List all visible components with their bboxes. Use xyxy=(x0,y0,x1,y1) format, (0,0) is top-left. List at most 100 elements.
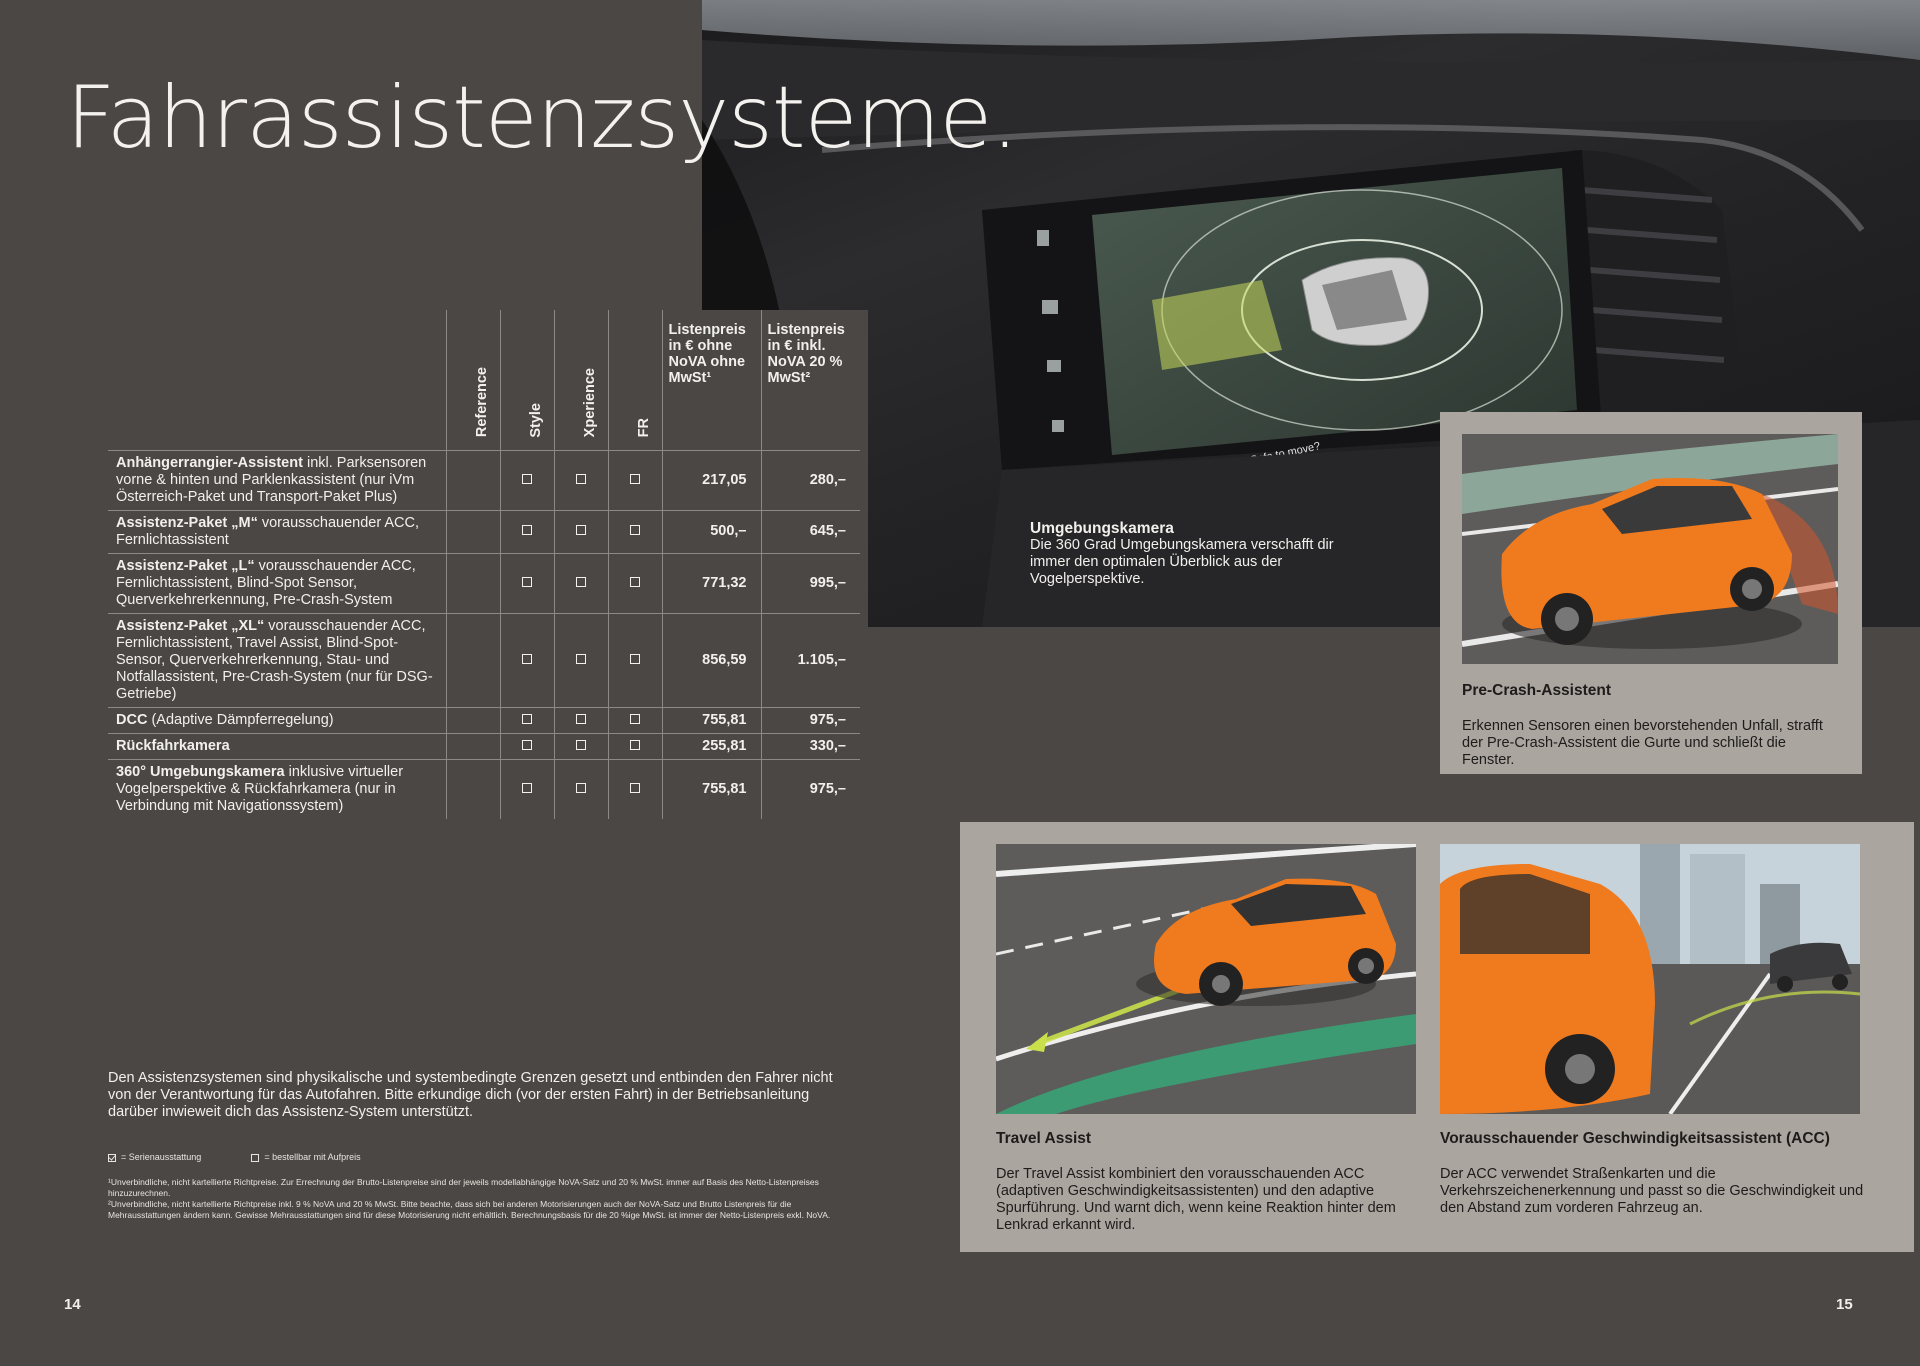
feature-header xyxy=(108,310,446,450)
feature-cell: 360° Umgebungskamera inklusive virtuelle… xyxy=(108,758,446,819)
legend: = Serienausstattung = bestellbar mit Auf… xyxy=(108,1152,361,1162)
legend-serie-label: = Serienausstattung xyxy=(121,1152,202,1162)
travel-assist-image xyxy=(996,844,1416,1114)
pricing-table: Reference Style Xperience FR Listenpreis… xyxy=(108,310,860,819)
variant-cell xyxy=(553,758,608,819)
price-gross: 975,– xyxy=(760,758,860,819)
travel-assist-text: Der Travel Assist kombiniert den vorauss… xyxy=(996,1166,1396,1233)
variant-cell xyxy=(553,509,608,553)
empty-box-icon xyxy=(522,713,532,724)
variant-cell xyxy=(499,449,554,510)
price-net: 255,81 xyxy=(661,732,761,759)
assist-card: Travel Assist Der Travel Assist kombinie… xyxy=(960,822,1914,1252)
empty-box-icon xyxy=(522,473,532,484)
variant-cell xyxy=(607,732,662,759)
feature-name: Anhängerrangier-Assistent xyxy=(116,454,303,471)
footnote-2: ²Unverbindliche, nicht kartellierte Rich… xyxy=(108,1199,831,1220)
price-net: 771,32 xyxy=(661,552,761,613)
price-net: 500,– xyxy=(661,509,761,553)
page-number-left: 14 xyxy=(64,1296,81,1313)
empty-box-icon xyxy=(576,782,586,793)
feature-description: vorausschauender ACC, Fernlichtassistent xyxy=(116,514,420,548)
acc-text: Der ACC verwendet Straßenkarten und die … xyxy=(1440,1166,1864,1216)
precrash-card: Pre-Crash-Assistent Erkennen Sensoren ei… xyxy=(1440,412,1862,774)
feature-cell: DCC (Adaptive Dämpferregelung) xyxy=(108,706,446,733)
empty-box-icon xyxy=(576,473,586,484)
umgebungskamera-title: Umgebungskamera xyxy=(1030,520,1174,537)
variant-cell xyxy=(553,449,608,510)
variant-cell xyxy=(499,732,554,759)
variant-cell xyxy=(607,612,662,707)
travel-assist-title: Travel Assist xyxy=(996,1130,1092,1147)
empty-box-icon xyxy=(630,713,640,724)
feature-cell: Rückfahrkamera xyxy=(108,732,446,759)
precrash-image xyxy=(1462,434,1838,664)
feature-cell: Anhängerrangier-Assistent inkl. Parksens… xyxy=(108,449,446,510)
precrash-title: Pre-Crash-Assistent xyxy=(1462,682,1612,699)
variant-cell xyxy=(445,449,500,510)
price-net: 856,59 xyxy=(661,612,761,707)
price-net: 217,05 xyxy=(661,449,761,510)
feature-name: Assistenz-Paket „M“ xyxy=(116,514,258,531)
footnote-1: ¹Unverbindliche, nicht kartellierte Rich… xyxy=(108,1177,819,1198)
feature-name: DCC xyxy=(116,711,148,728)
empty-box-icon xyxy=(630,782,640,793)
price-net: 755,81 xyxy=(661,758,761,819)
feature-description: (Adaptive Dämpferregelung) xyxy=(147,711,334,728)
price-gross: 1.105,– xyxy=(760,612,860,707)
feature-name: Rückfahrkamera xyxy=(116,737,230,754)
disclaimer-text: Den Assistenzsystemen sind physikalische… xyxy=(108,1070,833,1120)
page-title: Fahrassistenzsysteme. xyxy=(66,68,1019,168)
umgebungskamera-text: Die 360 Grad Umgebungskamera verschafft … xyxy=(1030,537,1334,587)
feature-description: inkl. Parksensoren vorne & hinten und Pa… xyxy=(116,454,427,505)
legend-serie: = Serienausstattung xyxy=(108,1152,201,1162)
price-gross: 645,– xyxy=(760,509,860,553)
checked-box-icon xyxy=(108,1153,116,1162)
dashboard-photo: Look! Safe to move? xyxy=(702,0,1920,627)
feature-name: Assistenz-Paket „XL“ xyxy=(116,617,265,634)
empty-box-icon xyxy=(576,653,586,664)
table-row: Anhängerrangier-Assistent inkl. Parksens… xyxy=(108,449,860,510)
table-row: Assistenz-Paket „L“ vorausschauender ACC… xyxy=(108,552,860,613)
variant-cell xyxy=(553,612,608,707)
variant-header-fr: FR xyxy=(636,418,652,438)
variant-cell xyxy=(445,758,500,819)
empty-box-icon xyxy=(576,713,586,724)
empty-box-icon xyxy=(576,525,586,535)
variant-header-style: Style xyxy=(528,402,544,438)
feature-description: inklusive virtueller Vogelperspektive & … xyxy=(116,763,404,814)
variant-cell xyxy=(445,509,500,553)
empty-box-icon xyxy=(522,782,532,793)
price-header-gross: Listenpreis in € inkl. NoVA 20 % MwSt² xyxy=(767,322,845,386)
empty-box-icon xyxy=(576,576,586,587)
empty-box-icon xyxy=(630,576,640,587)
variant-cell xyxy=(445,706,500,733)
variant-cell xyxy=(499,758,554,819)
empty-box-icon xyxy=(522,739,532,750)
empty-box-icon xyxy=(522,576,532,587)
legend-option: = bestellbar mit Aufpreis xyxy=(251,1152,361,1162)
pricing-table-panel: Reference Style Xperience FR Listenpreis… xyxy=(108,310,868,819)
variant-cell xyxy=(607,758,662,819)
umgebungskamera-caption: Umgebungskamera Die 360 Grad Umgebungska… xyxy=(1030,520,1350,588)
empty-box-icon xyxy=(630,739,640,750)
variant-cell xyxy=(499,552,554,613)
feature-cell: Assistenz-Paket „L“ vorausschauender ACC… xyxy=(108,552,446,613)
price-gross: 330,– xyxy=(760,732,860,759)
variant-cell xyxy=(499,612,554,707)
feature-cell: Assistenz-Paket „XL“ vorausschauender AC… xyxy=(108,612,446,707)
price-net: 755,81 xyxy=(661,706,761,733)
variant-cell xyxy=(499,706,554,733)
table-row: Assistenz-Paket „XL“ vorausschauender AC… xyxy=(108,612,860,707)
precrash-text: Erkennen Sensoren einen bevorstehenden U… xyxy=(1462,718,1823,768)
feature-name: 360° Umgebungskamera xyxy=(116,763,285,780)
variant-cell xyxy=(553,552,608,613)
empty-box-icon xyxy=(630,653,640,664)
variant-cell xyxy=(445,552,500,613)
table-row: 360° Umgebungskamera inklusive virtuelle… xyxy=(108,758,860,819)
variant-cell xyxy=(607,509,662,553)
feature-name: Assistenz-Paket „L“ xyxy=(116,557,255,574)
variant-cell xyxy=(499,509,554,553)
